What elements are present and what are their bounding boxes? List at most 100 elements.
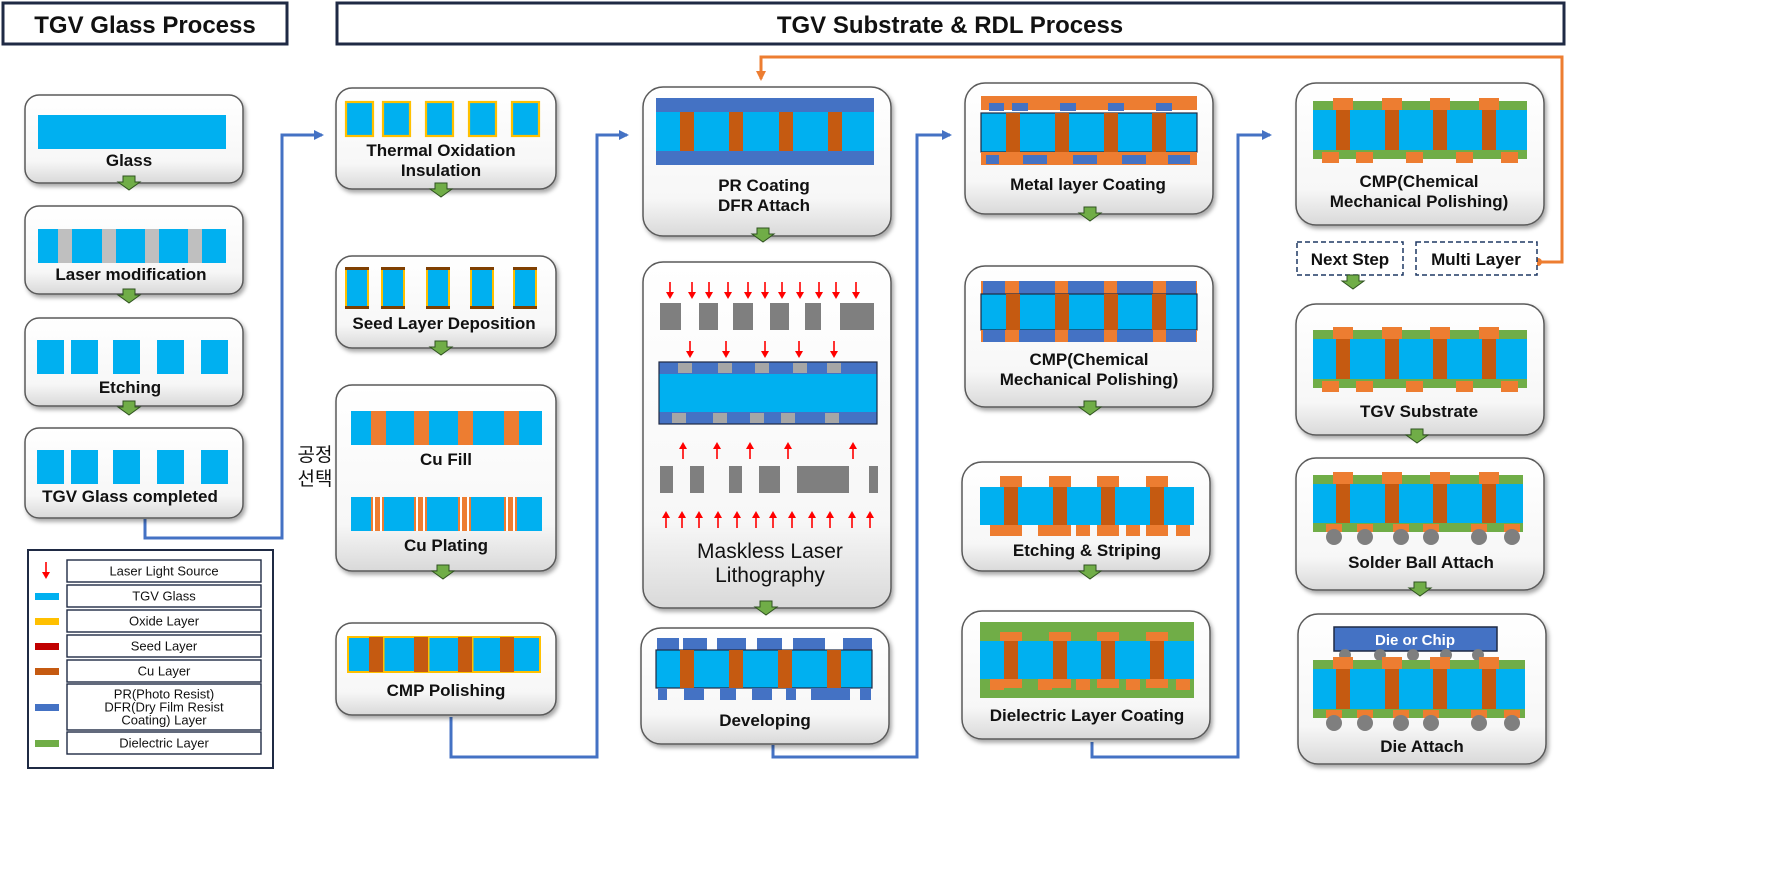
laser-arrow [733,511,741,528]
solder-ball [1393,715,1409,731]
pr-layer-bottom [656,151,874,165]
label-cu-fill: Cu Fill [420,450,472,469]
developed-pr-top [757,638,782,650]
dielectric-top [1313,101,1527,110]
dielectric-bottom [1313,709,1525,718]
exposed-pr [825,413,839,423]
cu-via [1053,487,1067,525]
step-down-arrow [428,340,454,356]
cu-pad-bottom [1357,524,1373,532]
cu-via [729,112,743,151]
legend-label-box [66,609,262,633]
exposed-pr [713,413,727,423]
cu-pad-bottom [1406,152,1423,163]
cu-via [1055,294,1069,330]
laser-modified-zone [188,229,202,263]
cu-pad-bottom [1356,152,1373,163]
laser-arrow [796,282,804,299]
label-cmp-b-1: CMP(Chemical [1359,172,1478,191]
laser-arrow-head [722,351,730,358]
pr-pattern [1117,330,1153,342]
cu-via [729,650,743,688]
legend-label-box [66,683,262,731]
laser-arrow-head [746,442,754,449]
solder-ball [1471,715,1487,731]
label-tgv-substrate: TGV Substrate [1360,402,1478,421]
cu-pad-bottom [1126,679,1140,690]
mask-block [797,466,849,493]
cu-pad-bottom [990,679,1004,690]
cu-pad-bottom [1326,524,1342,532]
laser-arrow [722,341,730,358]
laser-arrow [761,341,769,358]
label-etching: Etching [99,378,161,397]
oxide-line [383,638,385,671]
laser-arrow-head [744,292,752,299]
cu-pad-bottom [1471,710,1487,718]
cu-pad-bottom [1126,525,1140,536]
cu-via [1055,113,1069,152]
seed-layer-top [513,267,537,270]
laser-arrow [832,282,840,299]
cu-via [778,650,792,688]
cu-via [1006,294,1020,330]
step-down-arrow [1404,428,1430,444]
cu-pad-bottom [1097,679,1119,688]
step-down-arrow [116,288,142,304]
cu-pad-bottom [1176,525,1190,536]
laser-arrow [852,282,860,299]
laser-arrow [866,511,874,528]
cu-via [1336,669,1350,709]
glass-core [659,374,877,412]
cu-pad-bottom [1504,524,1520,532]
step-down-arrow [116,400,142,416]
pr-pattern [1068,281,1104,294]
pr-pattern [1122,155,1146,164]
laser-arrow [662,511,670,528]
mask-block [770,303,789,330]
flow-connector-4 [1090,130,1272,759]
glass-pillar [157,450,184,484]
laser-arrow [705,282,713,299]
label-tgv-completed: TGV Glass completed [42,487,218,506]
cu-via [1104,294,1118,330]
developed-pr-top [683,638,707,650]
seed-layer-top [426,267,450,270]
cu-pad-top [1000,476,1022,487]
label-cu-plating: Cu Plating [404,536,488,555]
oxide-line [472,638,474,671]
mask-block [699,303,718,330]
cu-pad-top [1146,476,1168,487]
laser-arrow [848,511,856,528]
step-down-arrow [1407,581,1433,597]
laser-arrow [808,511,816,528]
laser-arrow [761,282,769,299]
seed-coated-pillar [345,268,369,308]
cu-via [500,637,514,672]
cu-pad-top [1479,327,1499,339]
mask-block [869,466,878,493]
glass-pillar [113,450,140,484]
cu-pad-bottom [1501,152,1518,163]
laser-arrow-head [852,292,860,299]
laser-arrow [686,341,694,358]
cu-via [779,112,793,151]
laser-arrow-head [752,511,760,518]
laser-arrow [849,442,857,459]
header-glass-title: TGV Glass Process [34,12,255,39]
pr-pattern [1068,330,1104,342]
seed-coated-pillar [381,268,405,308]
cu-via [1004,641,1018,679]
cu-pad-bottom [1076,525,1090,536]
pr-pattern [1156,103,1172,111]
label-maskless-2: Lithography [715,564,825,587]
dielectric-top [1313,475,1523,484]
cu-pad-top [1333,472,1353,484]
legend-label-box [66,731,262,755]
label-developing: Developing [719,711,811,730]
oxide-coated-pillar [510,100,541,138]
glass-plate [38,115,226,149]
